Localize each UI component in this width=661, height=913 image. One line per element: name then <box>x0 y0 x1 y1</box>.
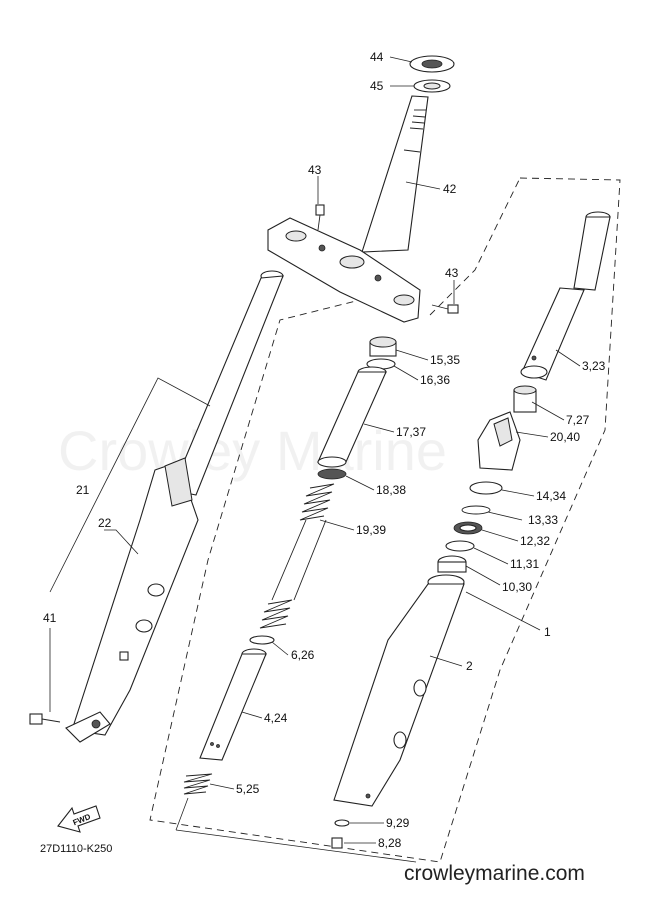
piston-ring-6 <box>249 635 275 645</box>
assembly-outline-outer <box>429 177 521 316</box>
axle-bolt-41 <box>29 713 61 725</box>
label-12-32: 12,32 <box>520 534 550 548</box>
pinch-bolt-lower <box>431 304 459 314</box>
label-5-25: 5,25 <box>236 782 260 796</box>
label-43-upper: 43 <box>308 163 322 177</box>
assembly-outline-inner <box>149 177 621 863</box>
label-8-28: 8,28 <box>378 836 402 850</box>
bushing-10 <box>437 555 467 573</box>
steering-stem <box>361 95 429 253</box>
label-43-lower: 43 <box>445 266 459 280</box>
label-10-30: 10,30 <box>502 580 532 594</box>
watermark-text: Crowley Marine <box>58 419 447 482</box>
label-16-36: 16,36 <box>420 373 450 387</box>
label-2: 2 <box>466 659 473 673</box>
label-44: 44 <box>370 50 384 64</box>
label-41: 41 <box>43 611 57 625</box>
inner-tube <box>520 211 611 381</box>
label-45: 45 <box>370 79 384 93</box>
label-1: 1 <box>544 625 551 639</box>
damper-rod <box>199 648 267 761</box>
oil-seal-12 <box>453 521 483 535</box>
spacer-tube <box>317 366 387 468</box>
washer-9 <box>334 819 350 827</box>
fwd-arrow-icon: FWD <box>57 805 101 833</box>
outer-tube-right <box>333 574 465 807</box>
part-labels: 44 45 42 43 43 15,35 16,36 17,37 18,38 1… <box>43 50 606 850</box>
website-text: crowleymarine.com <box>404 862 585 885</box>
label-21: 21 <box>76 483 90 497</box>
diagram-code: 27D1110-K250 <box>40 843 112 855</box>
cap-bolt <box>369 336 397 357</box>
label-9-29: 9,29 <box>386 816 410 830</box>
drain-bolt-8 <box>331 837 343 849</box>
label-17-37: 17,37 <box>396 425 426 439</box>
label-19-39: 19,39 <box>356 523 386 537</box>
label-11-31: 11,31 <box>510 557 539 571</box>
washer-18 <box>317 468 347 480</box>
label-20-40: 20,40 <box>550 430 580 444</box>
label-22: 22 <box>98 516 112 530</box>
label-6-26: 6,26 <box>291 648 315 662</box>
slide-bushing-7 <box>513 385 537 413</box>
label-13-33: 13,33 <box>528 513 558 527</box>
leader-lines <box>49 56 581 863</box>
label-3-23: 3,23 <box>582 359 606 373</box>
label-14-34: 14,34 <box>536 489 566 503</box>
label-7-27: 7,27 <box>566 413 590 427</box>
rebound-spring-5 <box>183 773 213 795</box>
label-15-35: 15,35 <box>430 353 460 367</box>
fork-spring <box>259 483 335 629</box>
outer-tube-left <box>65 270 284 743</box>
clip-13 <box>461 505 491 515</box>
washer-11 <box>445 540 475 552</box>
pinch-bolt-upper <box>315 204 325 231</box>
dust-seal-cover-20 <box>477 411 521 471</box>
dust-seal-14 <box>469 481 503 495</box>
bearing-nut <box>409 55 455 93</box>
label-18-38: 18,38 <box>376 483 406 497</box>
label-4-24: 4,24 <box>264 711 288 725</box>
label-42: 42 <box>443 182 457 196</box>
lower-bracket <box>267 217 421 323</box>
